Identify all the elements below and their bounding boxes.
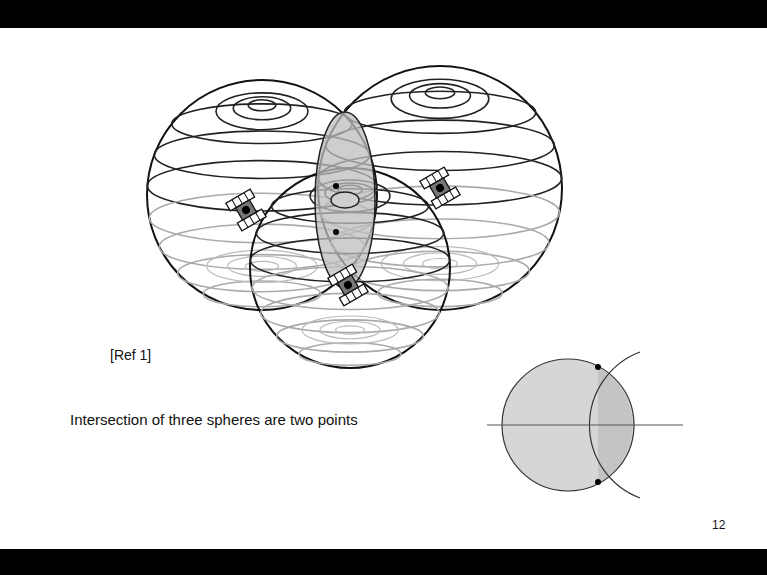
pole-ring: [381, 247, 498, 281]
satellite-icon: [226, 189, 266, 231]
pole-ring: [425, 87, 454, 99]
pole-ring: [233, 97, 291, 120]
latitude-line: [378, 279, 503, 306]
latitude-line: [203, 281, 320, 307]
pole-ring: [391, 79, 489, 118]
intersection-ring: [331, 192, 359, 208]
pole-ring: [410, 84, 471, 108]
intersection-point: [333, 183, 339, 189]
pole-ring: [422, 259, 457, 269]
latitude-line: [351, 251, 530, 290]
reference-note: [Ref 1]: [110, 347, 151, 363]
pole-ring: [320, 321, 380, 339]
sphere-outline: [250, 168, 450, 368]
latitude-line: [178, 255, 347, 292]
latitude-line: [299, 343, 401, 365]
latitude-line: [344, 91, 535, 133]
intersection-point: [333, 229, 339, 235]
top-bar: [0, 0, 767, 28]
intersection-circle: [315, 112, 375, 288]
pole-ring: [336, 326, 365, 334]
satellite-icon: [328, 264, 368, 306]
two-circle-diagram: [487, 352, 683, 498]
pole-ring: [228, 256, 297, 276]
pole-ring: [216, 93, 308, 130]
bottom-bar: [0, 549, 767, 575]
caption-text: Intersection of three spheres are two po…: [70, 411, 358, 428]
satellite-icon: [420, 167, 460, 209]
pole-ring: [248, 100, 276, 111]
pole-ring: [302, 316, 398, 344]
sphere-outline: [147, 80, 377, 310]
slide-number: 12: [712, 518, 725, 532]
latitude-line: [277, 320, 424, 352]
